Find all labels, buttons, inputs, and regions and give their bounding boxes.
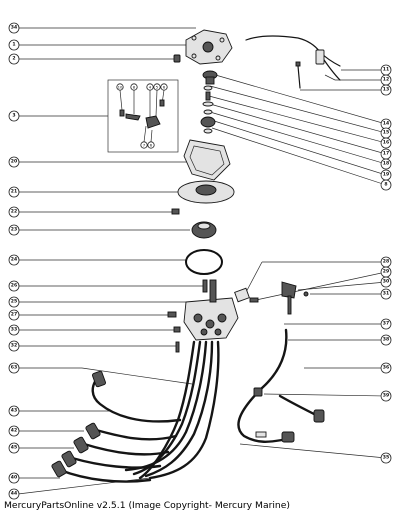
callout-11: 11 <box>383 67 389 73</box>
inset-label: 8 <box>133 85 136 90</box>
o-ring-part <box>185 249 223 275</box>
callout-21: 21 <box>11 189 17 195</box>
callout-14: 14 <box>383 121 389 127</box>
inset-detail-box: 10 8 4 5 6 7 6 <box>107 79 179 153</box>
callout-8: 8 <box>384 182 387 188</box>
callout-20: 20 <box>11 159 17 165</box>
sensor-assembly <box>234 281 309 315</box>
bracket-part <box>167 311 177 318</box>
small-stacked-parts <box>200 85 216 134</box>
callout-44: 44 <box>11 491 17 497</box>
callouts-left: 34 1 2 3 20 21 22 23 24 26 25 27 33 32 6… <box>8 22 20 500</box>
callout-39: 39 <box>383 393 389 399</box>
callout-35: 35 <box>383 455 389 461</box>
callout-3: 3 <box>12 113 15 119</box>
callout-18: 18 <box>383 161 389 167</box>
callout-33: 33 <box>11 327 17 333</box>
clip-part <box>173 326 181 333</box>
callout-22: 22 <box>11 209 17 215</box>
inset-label: 7 <box>143 143 146 148</box>
screw-part-lower <box>175 341 180 353</box>
housing-plate <box>177 180 235 204</box>
pin-part <box>171 208 180 215</box>
shaft-part <box>202 279 208 293</box>
callout-17: 17 <box>383 151 389 157</box>
gasket-plate <box>183 139 231 181</box>
inset-label: 10 <box>118 85 123 90</box>
callout-34: 34 <box>11 25 17 31</box>
callout-38: 38 <box>383 337 389 343</box>
inset-label: 6 <box>150 143 153 148</box>
distributor-body <box>183 279 239 341</box>
spark-plug-wire-harness <box>51 328 325 483</box>
callout-24: 24 <box>11 257 17 263</box>
image-caption: MercuryPartsOnline v2.5.1 (Image Copyrig… <box>4 500 290 511</box>
callout-26: 26 <box>11 283 17 289</box>
callout-40: 40 <box>11 475 17 481</box>
callout-37: 37 <box>383 321 389 327</box>
inset-label: 6 <box>163 85 166 90</box>
callout-15: 15 <box>383 130 389 136</box>
callout-43: 43 <box>11 408 17 414</box>
gear-part <box>191 221 217 239</box>
callout-19: 19 <box>383 172 389 178</box>
callout-63: 63 <box>11 365 17 371</box>
callout-31: 31 <box>383 291 389 297</box>
callout-2: 2 <box>12 56 15 62</box>
callout-12: 12 <box>383 77 389 83</box>
inset-label: 5 <box>156 85 159 90</box>
callout-42: 42 <box>11 428 17 434</box>
trigger-lead-assembly <box>245 35 341 89</box>
inset-label: 4 <box>149 85 152 90</box>
callout-16: 16 <box>383 140 389 146</box>
screw-part <box>173 54 181 63</box>
callout-29: 29 <box>383 269 389 275</box>
callout-30: 30 <box>383 279 389 285</box>
leader-lines <box>17 27 387 495</box>
callout-25: 25 <box>11 299 17 305</box>
callout-1: 1 <box>12 42 15 48</box>
rotor-part <box>202 70 218 85</box>
callout-45: 45 <box>11 445 17 451</box>
callout-27: 27 <box>11 312 17 318</box>
callout-23: 23 <box>11 227 17 233</box>
callout-36: 36 <box>383 365 389 371</box>
callouts-right: 11 12 13 14 15 16 17 18 19 8 28 29 30 31… <box>380 64 392 464</box>
distributor-cap-top <box>185 29 233 65</box>
callout-28: 28 <box>383 259 389 265</box>
callout-13: 13 <box>383 87 389 93</box>
callout-32: 32 <box>11 343 17 349</box>
